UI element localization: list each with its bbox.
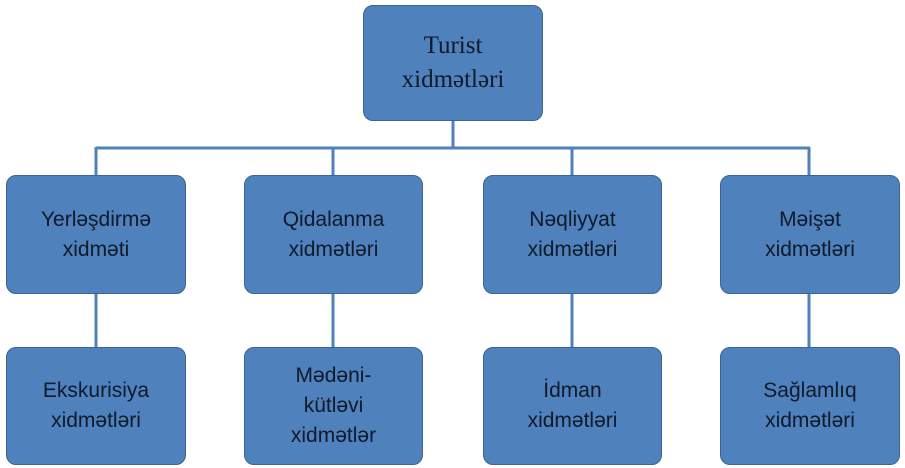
- node-label-line: xidmətləri: [527, 237, 618, 261]
- node-label-line: xidmətləri: [765, 237, 855, 261]
- node-label-line: Sağlamlıq: [763, 379, 857, 403]
- node-label: İdman xidmətləri: [528, 376, 618, 436]
- node-label-line: xidmətləri: [527, 409, 618, 432]
- node-yerlesdirme-xidmeti: Yerləşdirmə xidməti: [6, 175, 186, 294]
- node-saglamliq-xidmetleri: Sağlamlıq xidmətləri: [720, 347, 900, 465]
- node-label: Sağlamlıq xidmətləri: [763, 376, 856, 436]
- node-label-line: Məişət: [779, 207, 841, 231]
- node-label-line: xidmətləri: [288, 237, 379, 261]
- node-label-line: xidmətləri: [401, 66, 505, 93]
- node-label-line: Mədəni-: [295, 364, 372, 388]
- node-qidalanma-xidmetleri: Qidalanma xidmətləri: [244, 175, 423, 294]
- node-label: Qidalanma xidmətləri: [283, 205, 385, 265]
- node-label: Yerləşdirmə xidməti: [41, 205, 151, 265]
- node-label: Turist xidmətləri: [402, 29, 505, 98]
- node-label: Ekskurisiya xidmətləri: [43, 376, 149, 436]
- node-label-line: Qidalanma: [282, 207, 385, 231]
- node-neqliyyat-xidmetleri: Nəqliyyat xidmətləri: [483, 175, 662, 294]
- node-label-line: xidmətlər: [290, 423, 377, 447]
- node-label-line: Ekskurisiya: [42, 379, 150, 403]
- node-label-line: Turist: [423, 31, 483, 59]
- node-label-line: kütləvi: [303, 394, 364, 418]
- node-turist-xidmetleri: Turist xidmətləri: [363, 5, 543, 121]
- node-meiset-xidmetleri: Məişət xidmətləri: [720, 175, 900, 294]
- node-label: Nəqliyyat xidmətləri: [528, 205, 618, 265]
- node-label-line: xidməti: [62, 237, 130, 261]
- node-label-line: Yerləşdirmə: [40, 207, 152, 231]
- node-label-line: İdman: [543, 379, 602, 403]
- node-label: Məişət xidmətləri: [765, 205, 855, 265]
- node-label-line: xidmətləri: [765, 409, 855, 432]
- node-label-line: xidmətləri: [51, 409, 141, 432]
- node-medeni-kutlevi-xidmetler: Mədəni- kütləvi xidmətlər: [244, 347, 423, 465]
- node-label-line: Nəqliyyat: [529, 207, 616, 231]
- node-idman-xidmetleri: İdman xidmətləri: [483, 347, 662, 465]
- node-ekskurisiya-xidmetleri: Ekskurisiya xidmətləri: [6, 347, 186, 465]
- node-label: Mədəni- kütləvi xidmətlər: [291, 361, 376, 450]
